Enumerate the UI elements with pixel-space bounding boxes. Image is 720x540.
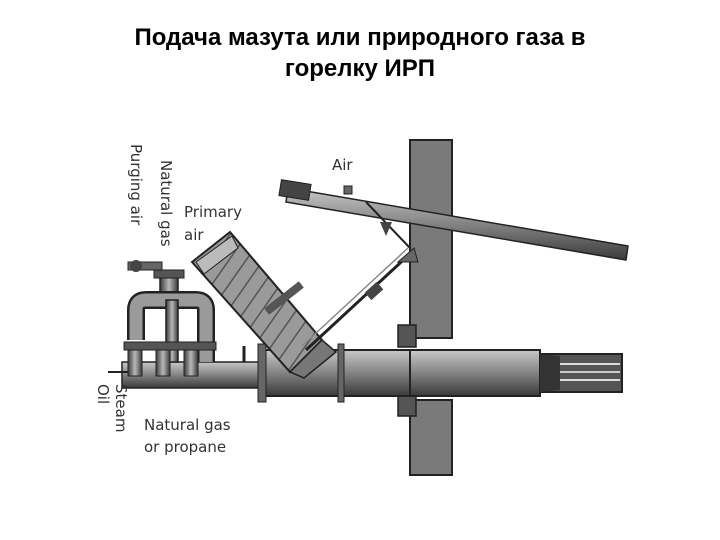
- gas-manifold: [108, 260, 246, 377]
- main-burner-pipe: [121, 343, 623, 403]
- primary-air-duct: [190, 230, 338, 379]
- slide-title: Подача мазута или природного газа в горе…: [60, 22, 660, 84]
- air-pipe: [278, 179, 629, 261]
- title-line-2: горелку ИРП: [284, 55, 436, 82]
- natural-gas-propane-label-1: Natural gas: [144, 416, 231, 434]
- title-line-1: Подача мазута или природного газа в: [134, 24, 586, 51]
- air-label: Air: [332, 156, 353, 174]
- furnace-wall: [397, 139, 453, 476]
- primary-air-label-1: Primary: [184, 203, 242, 221]
- steam-label: Steam: [112, 384, 130, 432]
- purging-air-label: Purging air: [127, 144, 145, 226]
- natural-gas-propane-label-2: or propane: [144, 438, 226, 456]
- oil-label: Oil: [94, 384, 112, 404]
- lance-rod: [301, 247, 419, 352]
- natural-gas-vertical-label: Natural gas: [157, 160, 175, 247]
- primary-air-label-2: air: [184, 226, 204, 244]
